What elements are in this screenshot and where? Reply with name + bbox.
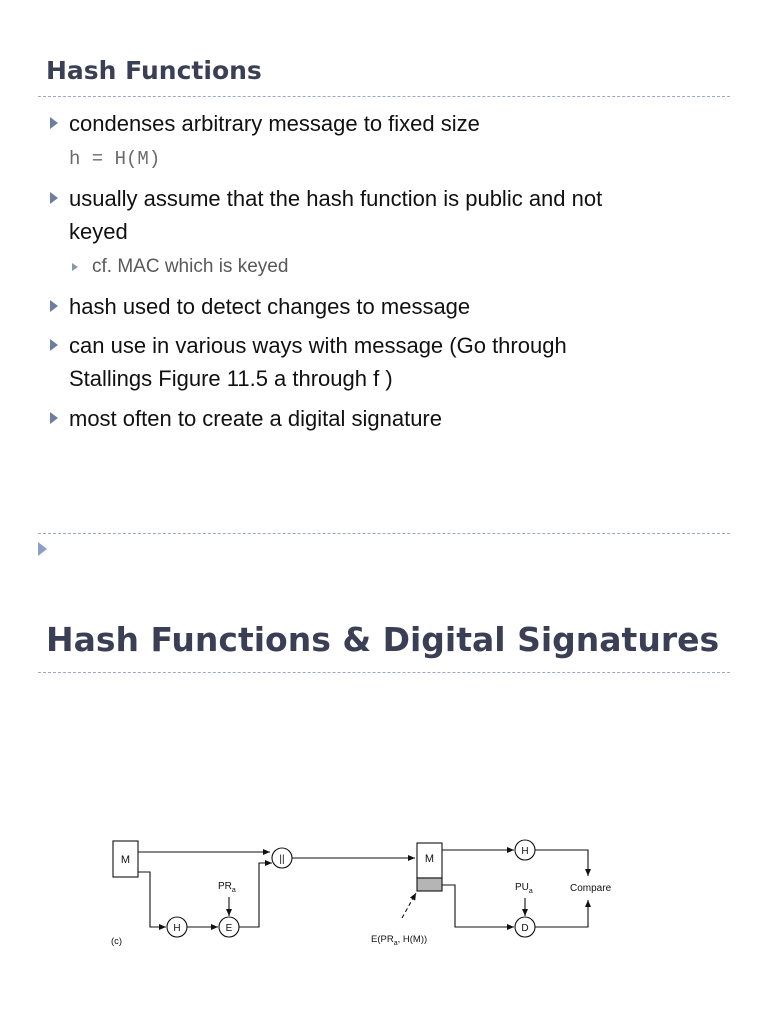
slide-title-hash-functions: Hash Functions bbox=[46, 56, 262, 85]
slide-title-digital-signatures: Hash Functions & Digital Signatures bbox=[46, 620, 720, 659]
decrypt-label: D bbox=[521, 923, 528, 934]
bullet-arrow-icon bbox=[50, 192, 58, 204]
concat-label: || bbox=[279, 854, 284, 865]
sub-bullet-text: cf. MAC which is keyed bbox=[92, 256, 289, 277]
signature-block bbox=[416, 877, 443, 892]
private-key-label: PRa bbox=[218, 881, 236, 894]
formula-text: h = H(M) bbox=[69, 148, 161, 170]
bullet-arrow-icon bbox=[50, 117, 58, 129]
compare-label: Compare bbox=[570, 883, 612, 894]
message-label-left: M bbox=[121, 854, 130, 866]
arrow-signature-to-decrypt bbox=[442, 884, 514, 930]
bullet-text: usually assume that the hash function is… bbox=[69, 186, 603, 211]
message-box-right bbox=[416, 842, 443, 879]
hash-label-left: H bbox=[173, 923, 180, 934]
arrow-m-to-hash bbox=[138, 871, 166, 930]
bullet-text: most often to create a digital signature bbox=[69, 406, 442, 431]
signature-pointer bbox=[401, 892, 417, 919]
bullet-text-continued: keyed bbox=[69, 219, 128, 244]
bullet-text: hash used to detect changes to message bbox=[69, 294, 471, 319]
slide-marker-icon bbox=[38, 542, 47, 556]
title-divider bbox=[38, 672, 730, 673]
public-key-label: PUa bbox=[515, 882, 533, 895]
bullet-text: can use in various ways with message (Go… bbox=[69, 333, 567, 358]
arrow-encrypt-to-concat bbox=[239, 860, 272, 928]
bullet-arrow-icon bbox=[50, 300, 58, 312]
slide-separator bbox=[38, 533, 730, 534]
encrypt-label: E bbox=[226, 923, 233, 934]
arrow-hash-to-compare bbox=[535, 849, 591, 876]
bullet-text: condenses arbitrary message to fixed siz… bbox=[69, 111, 480, 136]
message-label-right: M bbox=[425, 853, 434, 865]
bullet-text-continued: Stallings Figure 11.5 a through f ) bbox=[69, 366, 393, 391]
bullet-arrow-icon bbox=[50, 339, 58, 351]
panel-label: (c) bbox=[111, 936, 122, 947]
hash-label-right: H bbox=[521, 846, 528, 857]
message-box-left bbox=[112, 840, 139, 878]
signature-label: E(PRa, H(M)) bbox=[371, 934, 427, 947]
arrow-decrypt-to-compare bbox=[535, 900, 591, 928]
bullet-arrow-icon bbox=[50, 412, 58, 424]
title-divider bbox=[38, 96, 730, 97]
sub-bullet-arrow-icon bbox=[72, 263, 78, 271]
